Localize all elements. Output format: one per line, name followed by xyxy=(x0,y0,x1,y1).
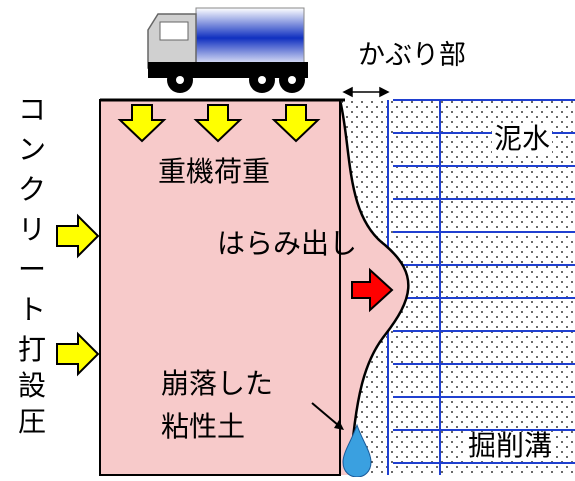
trench-label: 掘削溝 xyxy=(466,429,555,462)
machinery-load-label: 重機荷重 xyxy=(158,155,271,188)
pressure-arrows xyxy=(56,213,100,377)
pressure-arrow-2 xyxy=(56,331,100,377)
concrete-pressure-char: ク xyxy=(17,173,46,206)
truck-icon xyxy=(147,7,308,93)
clay-pointer xyxy=(311,402,344,430)
concrete-pressure-char: コ xyxy=(17,93,46,126)
mud-water-label: 泥水 xyxy=(492,122,553,155)
bulge-outline xyxy=(338,99,410,476)
concrete-pressure-char: 打 xyxy=(17,333,46,366)
concrete-pressure-char: 圧 xyxy=(17,405,46,438)
bulge-arrow xyxy=(351,267,394,313)
load-arrows xyxy=(117,104,321,143)
collapsed-clay-label-line2: 粘性土 xyxy=(161,410,246,443)
concrete-pressure-char: ト xyxy=(17,293,46,326)
collapsed-clay-label-line1: 崩落した xyxy=(161,367,274,400)
bulging-label: はらみ出し xyxy=(217,227,358,260)
concrete-wall xyxy=(99,99,341,476)
cover-double-arrow xyxy=(342,86,390,98)
concrete-pressure-char: ン xyxy=(17,133,46,166)
concrete-pressure-char: 設 xyxy=(17,369,46,402)
load-arrow-3 xyxy=(271,104,321,143)
concrete-pressure-char: ー xyxy=(17,253,46,286)
load-arrow-1 xyxy=(117,104,167,143)
pressure-arrow-1 xyxy=(56,213,100,259)
cover-label: かぶり部 xyxy=(358,40,466,71)
concrete-pressure-char: リ xyxy=(17,213,46,246)
load-arrow-2 xyxy=(193,104,243,143)
concrete-pressure-label: コ ン ク リ ー ト 打 設 圧 xyxy=(10,96,54,436)
